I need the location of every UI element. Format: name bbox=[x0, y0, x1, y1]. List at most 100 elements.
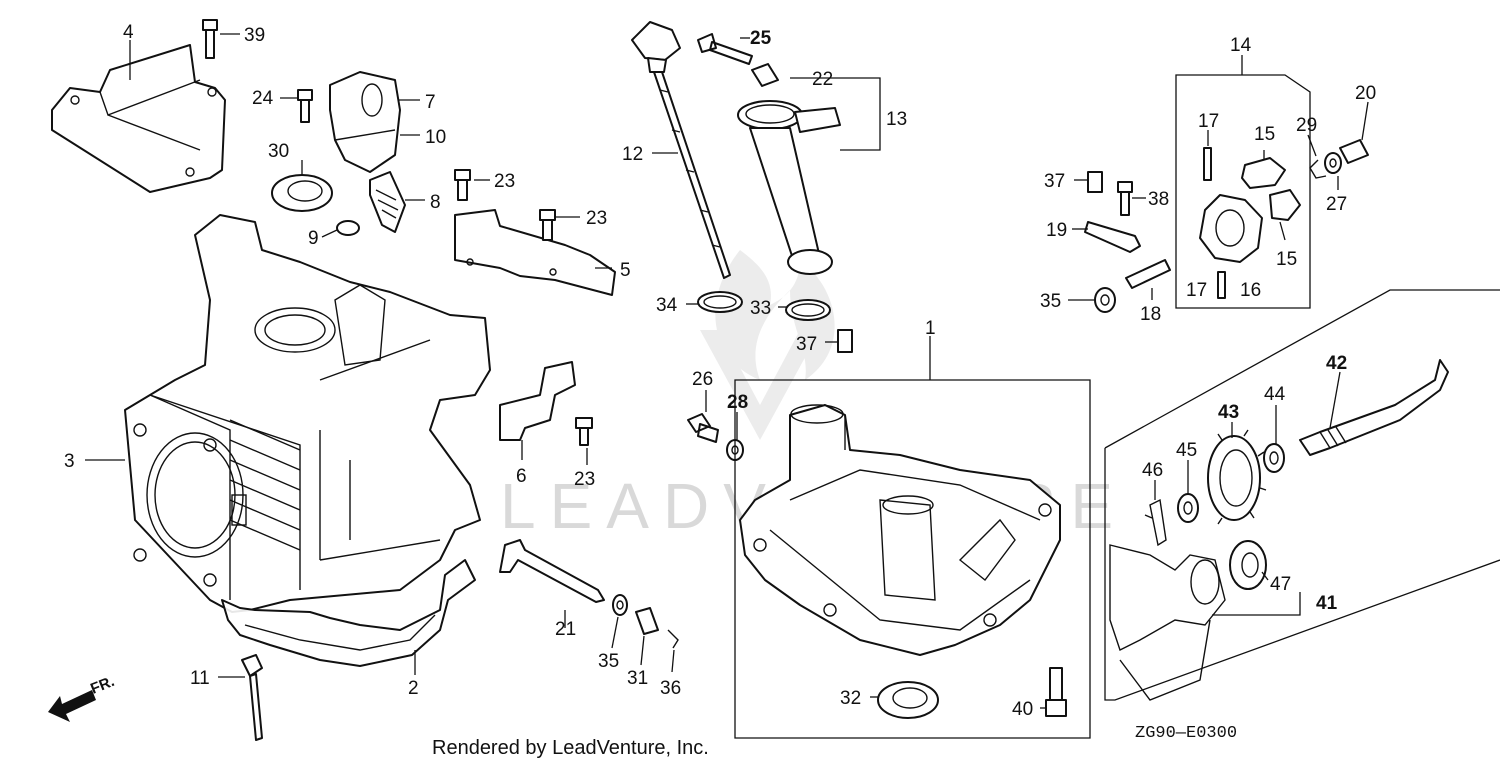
callout-46[interactable]: 46 bbox=[1142, 460, 1163, 481]
part-31-bushing[interactable] bbox=[635, 607, 659, 635]
callout-5[interactable]: 5 bbox=[620, 260, 631, 281]
part-7-10-bracket[interactable] bbox=[329, 71, 401, 173]
callout-24[interactable]: 24 bbox=[252, 88, 274, 109]
part-17-pin-b[interactable] bbox=[1217, 271, 1226, 299]
callout-39[interactable]: 39 bbox=[244, 25, 265, 46]
part-30-oil-seal[interactable] bbox=[271, 174, 333, 212]
part-21-governor-shaft[interactable] bbox=[499, 539, 605, 603]
callout-16[interactable]: 16 bbox=[1240, 280, 1261, 301]
callout-1[interactable]: 1 bbox=[925, 318, 936, 339]
part-43-gear[interactable] bbox=[1207, 429, 1267, 525]
callout-15-a[interactable]: 15 bbox=[1254, 124, 1275, 145]
callout-40[interactable]: 40 bbox=[1012, 699, 1033, 720]
part-25-bolt[interactable] bbox=[697, 33, 753, 65]
callout-42[interactable]: 42 bbox=[1326, 353, 1347, 374]
callout-37-a[interactable]: 37 bbox=[796, 334, 817, 355]
callout-17-b[interactable]: 17 bbox=[1186, 280, 1207, 301]
part-8-filter[interactable] bbox=[369, 171, 406, 233]
part-4-shroud[interactable] bbox=[51, 44, 226, 193]
callout-32[interactable]: 32 bbox=[840, 688, 861, 709]
callout-30[interactable]: 30 bbox=[268, 141, 289, 162]
part-34-o-ring[interactable] bbox=[697, 291, 743, 313]
callout-13[interactable]: 13 bbox=[886, 109, 907, 130]
part-13-filler-tube[interactable] bbox=[737, 100, 841, 275]
part-23-bolt-c[interactable] bbox=[575, 417, 593, 446]
callout-14[interactable]: 14 bbox=[1230, 35, 1252, 56]
callout-45[interactable]: 45 bbox=[1176, 440, 1197, 461]
part-35-washer-a[interactable] bbox=[612, 594, 628, 616]
part-27-washer[interactable] bbox=[1324, 152, 1342, 174]
part-20-shaft[interactable] bbox=[1339, 139, 1369, 164]
part-35-washer-b[interactable] bbox=[1094, 287, 1116, 313]
part-47-bearing[interactable] bbox=[1229, 540, 1267, 590]
callout-23-b[interactable]: 23 bbox=[586, 208, 607, 229]
callout-35-b[interactable]: 35 bbox=[1040, 291, 1061, 312]
part-16-gear[interactable] bbox=[1199, 194, 1263, 263]
callout-26[interactable]: 26 bbox=[692, 369, 713, 390]
part-5-plate[interactable] bbox=[454, 209, 616, 296]
part-22-collar[interactable] bbox=[751, 63, 779, 87]
callout-41[interactable]: 41 bbox=[1316, 593, 1338, 614]
callout-35-a[interactable]: 35 bbox=[598, 651, 619, 672]
callout-33[interactable]: 33 bbox=[750, 298, 771, 319]
part-23-bolt-a[interactable] bbox=[454, 169, 471, 201]
callout-43[interactable]: 43 bbox=[1218, 402, 1239, 423]
part-15-weight-a[interactable] bbox=[1241, 157, 1286, 189]
callout-23-c[interactable]: 23 bbox=[574, 469, 595, 490]
callout-29[interactable]: 29 bbox=[1296, 115, 1317, 136]
callout-2[interactable]: 2 bbox=[408, 678, 419, 699]
part-1-crankcase-cover[interactable] bbox=[739, 404, 1061, 656]
callout-22[interactable]: 22 bbox=[812, 69, 833, 90]
callout-47[interactable]: 47 bbox=[1270, 574, 1291, 595]
callout-12[interactable]: 12 bbox=[622, 144, 643, 165]
callout-38[interactable]: 38 bbox=[1148, 189, 1169, 210]
part-38-bolt[interactable] bbox=[1117, 181, 1133, 216]
part-29-clip[interactable] bbox=[1309, 159, 1327, 179]
callout-31[interactable]: 31 bbox=[627, 668, 648, 689]
part-3-cylinder-block[interactable] bbox=[124, 214, 491, 613]
part-19-arm[interactable] bbox=[1084, 221, 1141, 253]
part-14-governor-assembly[interactable] bbox=[1175, 74, 1311, 309]
part-15-weight-b[interactable] bbox=[1269, 189, 1301, 221]
part-41-camshaft-group[interactable] bbox=[1104, 289, 1500, 701]
callout-37-b[interactable]: 37 bbox=[1044, 171, 1065, 192]
callout-9[interactable]: 9 bbox=[308, 228, 319, 249]
callout-7[interactable]: 7 bbox=[425, 92, 436, 113]
part-9-plug[interactable] bbox=[336, 220, 360, 236]
part-39-bolt[interactable] bbox=[202, 19, 218, 59]
callout-6[interactable]: 6 bbox=[516, 466, 527, 487]
part-2-gasket[interactable] bbox=[221, 559, 476, 667]
part-6-bracket[interactable] bbox=[499, 361, 576, 441]
callout-18[interactable]: 18 bbox=[1140, 304, 1161, 325]
callout-44[interactable]: 44 bbox=[1264, 384, 1286, 405]
callout-10[interactable]: 10 bbox=[425, 127, 446, 148]
part-17-pin-a[interactable] bbox=[1203, 147, 1212, 181]
part-37-dowel-a[interactable] bbox=[837, 329, 853, 353]
callout-11[interactable]: 11 bbox=[190, 668, 210, 689]
callout-27[interactable]: 27 bbox=[1326, 194, 1347, 215]
callout-25[interactable]: 25 bbox=[750, 28, 772, 49]
part-32-oil-seal[interactable] bbox=[877, 681, 939, 719]
callout-4[interactable]: 4 bbox=[123, 22, 134, 43]
part-23-bolt-b[interactable] bbox=[539, 209, 556, 241]
callout-23-a[interactable]: 23 bbox=[494, 171, 515, 192]
callout-3[interactable]: 3 bbox=[64, 451, 75, 472]
part-12-dipstick[interactable] bbox=[631, 21, 731, 279]
part-24-bolt[interactable] bbox=[297, 89, 313, 123]
part-36-clip[interactable] bbox=[667, 629, 679, 649]
part-18-shaft[interactable] bbox=[1125, 259, 1171, 289]
part-33-o-ring[interactable] bbox=[785, 299, 831, 321]
callout-21[interactable]: 21 bbox=[555, 619, 576, 640]
callout-34[interactable]: 34 bbox=[656, 295, 678, 316]
part-46-clip[interactable] bbox=[1144, 498, 1167, 547]
part-42-crankshaft[interactable] bbox=[1299, 359, 1449, 456]
part-37-dowel-b[interactable] bbox=[1087, 171, 1103, 193]
part-44-washer[interactable] bbox=[1263, 443, 1285, 473]
callout-36[interactable]: 36 bbox=[660, 678, 681, 699]
callout-17-a[interactable]: 17 bbox=[1198, 111, 1219, 132]
part-26-bolt[interactable] bbox=[687, 413, 719, 443]
callout-20[interactable]: 20 bbox=[1355, 83, 1376, 104]
part-40-bolt[interactable] bbox=[1045, 667, 1067, 717]
part-45-washer[interactable] bbox=[1177, 493, 1199, 523]
callout-8[interactable]: 8 bbox=[430, 192, 441, 213]
